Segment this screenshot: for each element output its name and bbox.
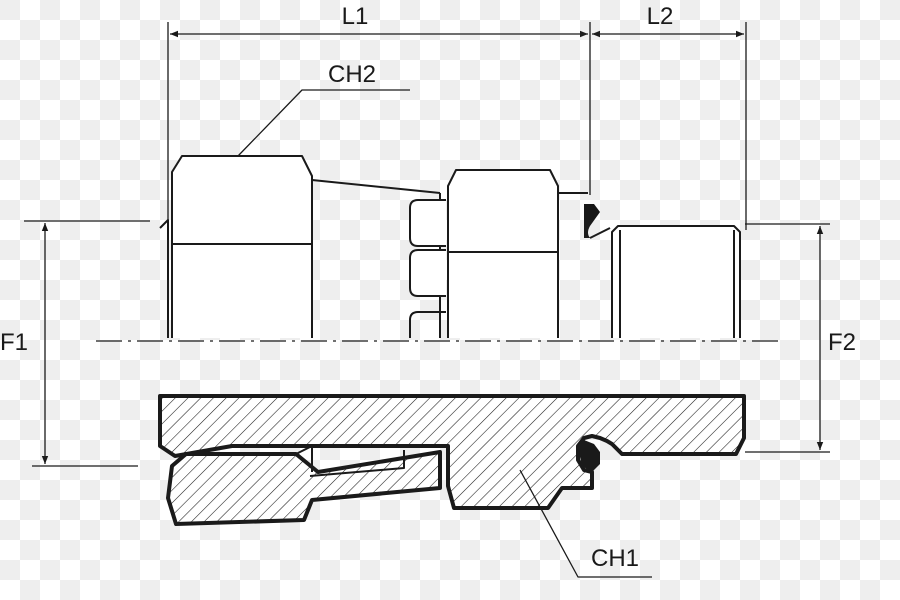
leader-ch2 <box>237 89 410 157</box>
upper-outline-view <box>159 155 741 338</box>
nut-thread-notch <box>295 445 313 472</box>
ring-band-2 <box>409 249 446 297</box>
label-f1: F1 <box>0 329 28 356</box>
dimension-lines <box>24 22 830 467</box>
seal-face <box>589 227 611 239</box>
ring-band-3 <box>409 311 446 338</box>
label-l1: L1 <box>342 3 369 30</box>
label-f2: F2 <box>828 329 856 356</box>
bonded-seal-lower <box>578 440 600 472</box>
body-section <box>158 394 746 510</box>
label-ch1: CH1 <box>591 545 639 572</box>
nut-inner-step <box>309 450 405 477</box>
label-ch2: CH2 <box>328 61 376 88</box>
hex-nut-ch2 <box>171 155 313 338</box>
hex-body-ch1 <box>447 169 559 338</box>
label-l2: L2 <box>647 3 674 30</box>
threaded-stud <box>611 225 741 338</box>
tapered-sleeve <box>311 179 441 194</box>
leader-ch1 <box>519 469 652 578</box>
bonded-seal-upper <box>584 204 600 238</box>
ring-band-1 <box>409 199 446 247</box>
